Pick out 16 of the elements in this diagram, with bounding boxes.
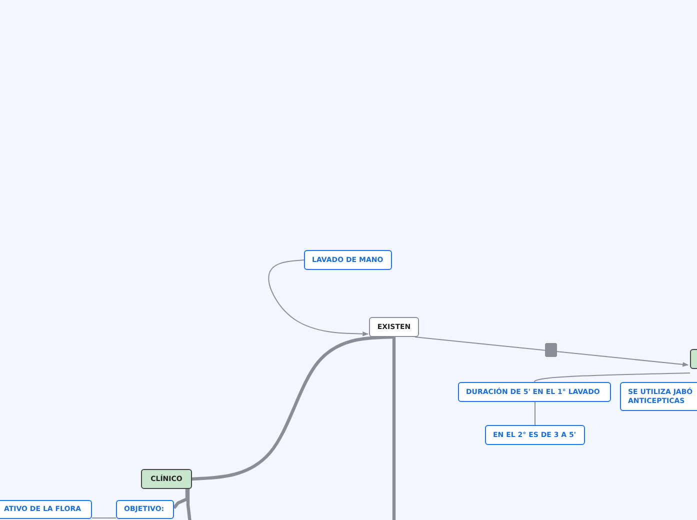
connector: [268, 260, 369, 336]
connector: [534, 372, 690, 382]
topic-box: [620, 382, 697, 411]
central-topic-box: [369, 317, 419, 337]
topic-box: [0, 500, 92, 519]
connector: [172, 489, 189, 509]
topic-box: [485, 425, 585, 445]
topic-box: [304, 250, 392, 270]
connector: [414, 336, 689, 367]
main-topic-box: [141, 469, 192, 489]
topic-box: [116, 500, 174, 519]
connector: [186, 489, 192, 520]
connector: [192, 335, 394, 481]
topic-box: [458, 382, 611, 402]
connector: [392, 337, 396, 520]
connector: [534, 402, 536, 426]
